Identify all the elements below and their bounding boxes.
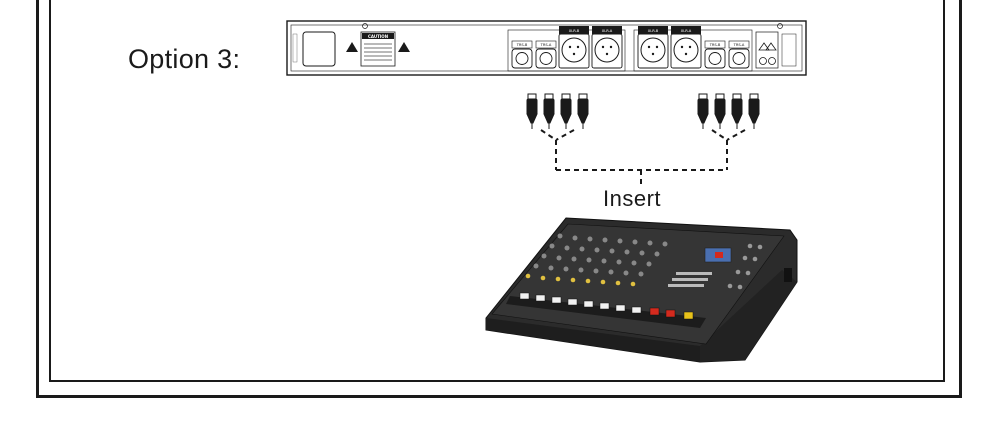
plugs-left: [526, 93, 589, 129]
plugs-right: [697, 93, 760, 129]
trs-plug: [543, 93, 555, 129]
warning-icon: [398, 42, 410, 52]
side-handle: [784, 268, 792, 282]
svg-text:TRS-B: TRS-B: [516, 43, 528, 47]
option-label: Option 3:: [128, 44, 241, 74]
meter-leds: [668, 272, 712, 287]
knob-row-yellow: [525, 273, 636, 287]
trs-jack: TRS-A: [728, 40, 750, 69]
dashed-connector: [540, 129, 746, 186]
warning-icon: [346, 42, 358, 52]
svg-text:TRS-A: TRS-A: [540, 43, 552, 47]
inner-frame: [49, 0, 945, 382]
trs-plug: [714, 93, 726, 129]
trs-plug: [697, 93, 709, 129]
xlr-jack: XLR-A: [670, 26, 702, 69]
trs-plug: [577, 93, 589, 129]
spec-plate: [781, 33, 797, 67]
trs-plug: [560, 93, 572, 129]
rear-panel: CAUTION TRS-B TRS-A XLR-B: [286, 20, 807, 76]
power-inlet: [302, 31, 336, 67]
trs-plug: [526, 93, 538, 129]
yellow-fader: [683, 311, 694, 320]
svg-text:XLR-A: XLR-A: [602, 29, 613, 33]
trs-jack: TRS-B: [704, 40, 726, 69]
svg-text:XLR-A: XLR-A: [681, 29, 692, 33]
svg-text:TRS-B: TRS-B: [709, 43, 721, 47]
outer-frame: [36, 0, 962, 398]
caution-plate: CAUTION: [360, 31, 396, 67]
xlr-jack: XLR-A: [591, 26, 623, 69]
caution-label: CAUTION: [368, 34, 388, 39]
mixer: [485, 217, 798, 363]
serial-plate: [292, 33, 298, 63]
red-fader: [649, 307, 660, 316]
ground-screw: [362, 23, 368, 29]
ground-screw: [777, 23, 783, 29]
fader-caps: [519, 292, 642, 314]
trs-plug: [731, 93, 743, 129]
svg-text:XLR-B: XLR-B: [648, 29, 659, 33]
xlr-jack: XLR-B: [637, 26, 669, 69]
insert-label: Insert: [603, 186, 662, 211]
trs-plug: [748, 93, 760, 129]
xlr-jack: XLR-B: [558, 26, 590, 69]
trs-jack: TRS-A: [535, 40, 557, 69]
red-fader: [665, 309, 676, 318]
knob-grid: [533, 233, 668, 277]
svg-text:XLR-B: XLR-B: [569, 29, 580, 33]
trs-jack: TRS-B: [511, 40, 533, 69]
link-section: [755, 31, 779, 69]
svg-text:TRS-A: TRS-A: [733, 43, 745, 47]
